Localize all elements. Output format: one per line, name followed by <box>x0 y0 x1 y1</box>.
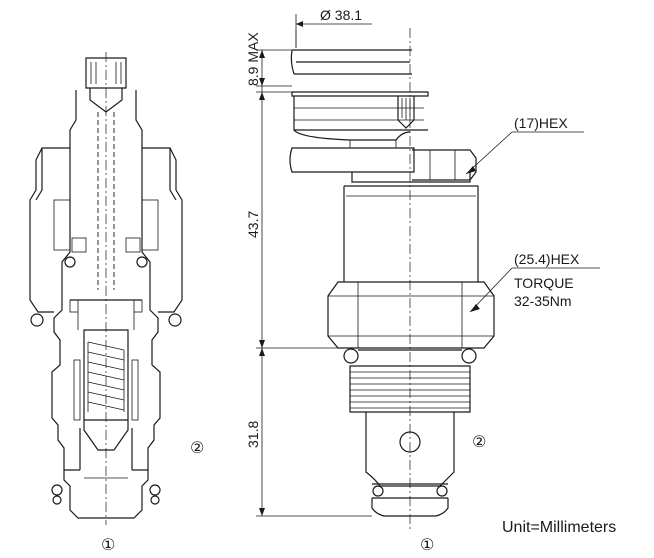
section-hex-left <box>29 147 70 313</box>
elevation-nose <box>371 498 449 517</box>
port-2-hole <box>399 431 421 453</box>
unit-note: Unit=Millimeters <box>502 519 616 536</box>
elevation-oring-left <box>343 348 359 364</box>
large-hex <box>327 281 495 349</box>
hex-small-leader <box>465 131 584 175</box>
section-port-2-label: ② <box>190 438 204 457</box>
small-hex <box>412 149 477 181</box>
max-height-dimension: 8.9 MAX <box>245 32 261 86</box>
section-view <box>29 52 183 525</box>
hex-large-leader <box>469 267 600 313</box>
adjust-knob <box>292 49 412 75</box>
lower-length-dimension: 31.8 <box>245 421 261 448</box>
thread <box>349 365 471 413</box>
hex-small-callout: (17)HEX <box>514 115 568 131</box>
elevation-oring-right <box>461 348 477 364</box>
poppet <box>83 420 129 451</box>
lower-body <box>365 412 455 487</box>
section-oring-right <box>168 313 182 327</box>
section-oring-left <box>30 313 44 327</box>
elevation-port-1-label: ① <box>420 535 434 554</box>
cartridge-body <box>343 185 479 282</box>
section-nose <box>63 470 149 519</box>
adjust-screw <box>85 57 127 89</box>
section-port-1-label: ① <box>101 535 115 554</box>
diameter-dimension: Ø 38.1 <box>320 7 362 23</box>
spring <box>87 341 125 412</box>
elevation-port-2-label: ② <box>472 432 486 451</box>
elevation-view <box>289 28 495 530</box>
dimension-lines <box>256 14 600 517</box>
hex-large-callout: (25.4)HEX <box>514 251 580 267</box>
section-hex-right <box>142 147 183 313</box>
upper-cap <box>291 91 429 141</box>
torque-label: TORQUE <box>514 275 574 291</box>
upper-length-dimension: 43.7 <box>245 211 261 238</box>
jam-nut <box>289 147 415 173</box>
torque-value: 32-35Nm <box>514 293 572 309</box>
